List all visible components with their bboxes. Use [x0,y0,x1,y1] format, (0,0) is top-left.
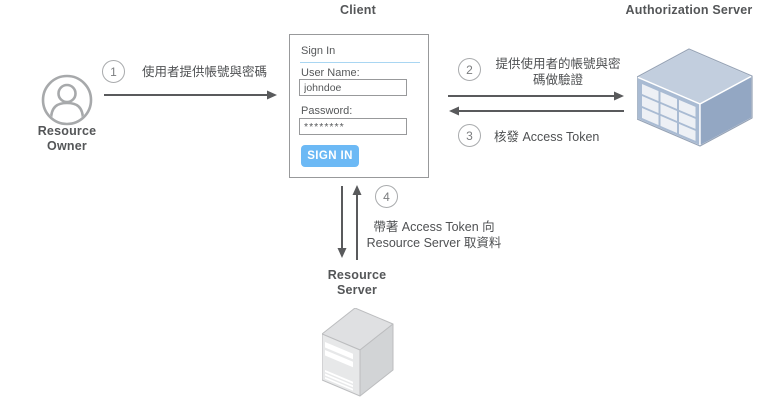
step-1-badge: 1 [102,60,125,83]
step-2-text: 提供使用者的帳號與密 碼做驗證 [488,56,628,88]
password-field[interactable] [299,118,407,135]
step-2-text-line1: 提供使用者的帳號與密 [495,57,621,71]
signin-header: Sign In [301,45,336,57]
sign-in-button[interactable]: SIGN IN [301,145,359,167]
authorization-server-title: Authorization Server [625,3,753,17]
password-label: Password: [301,105,353,117]
resource-server-label-line2: Server [336,283,378,297]
step-2-badge: 2 [458,58,481,81]
resource-owner-label: Resource Owner [22,124,112,154]
username-field[interactable] [299,79,407,96]
server-rack-icon [637,48,753,147]
client-title: Client [340,3,376,17]
step-4-text: 帶著 Access Token 向 Resource Server 取資料 [363,220,505,251]
username-label: User Name: [301,67,360,79]
signin-divider [300,62,420,63]
resource-server-label-line1: Resource [327,268,387,282]
resource-owner-label-line1: Resource [37,124,97,138]
client-signin-card: Sign In User Name: Password: SIGN IN [289,34,429,178]
step-3-text: 核發 Access Token [494,130,600,144]
resource-server-label: Resource Server [312,268,402,298]
step-2-text-line2: 碼做驗證 [532,73,583,87]
resource-owner-label-line2: Owner [47,139,87,153]
user-icon [41,74,93,126]
step-4-badge: 4 [375,185,398,208]
step-1-text: 使用者提供帳號與密碼 [142,65,268,79]
step-3-badge: 3 [458,124,481,147]
step-4-text-line1: 帶著 Access Token 向 [373,220,495,234]
step-4-text-line2: Resource Server 取資料 [366,235,502,250]
server-tower-icon [322,308,394,397]
